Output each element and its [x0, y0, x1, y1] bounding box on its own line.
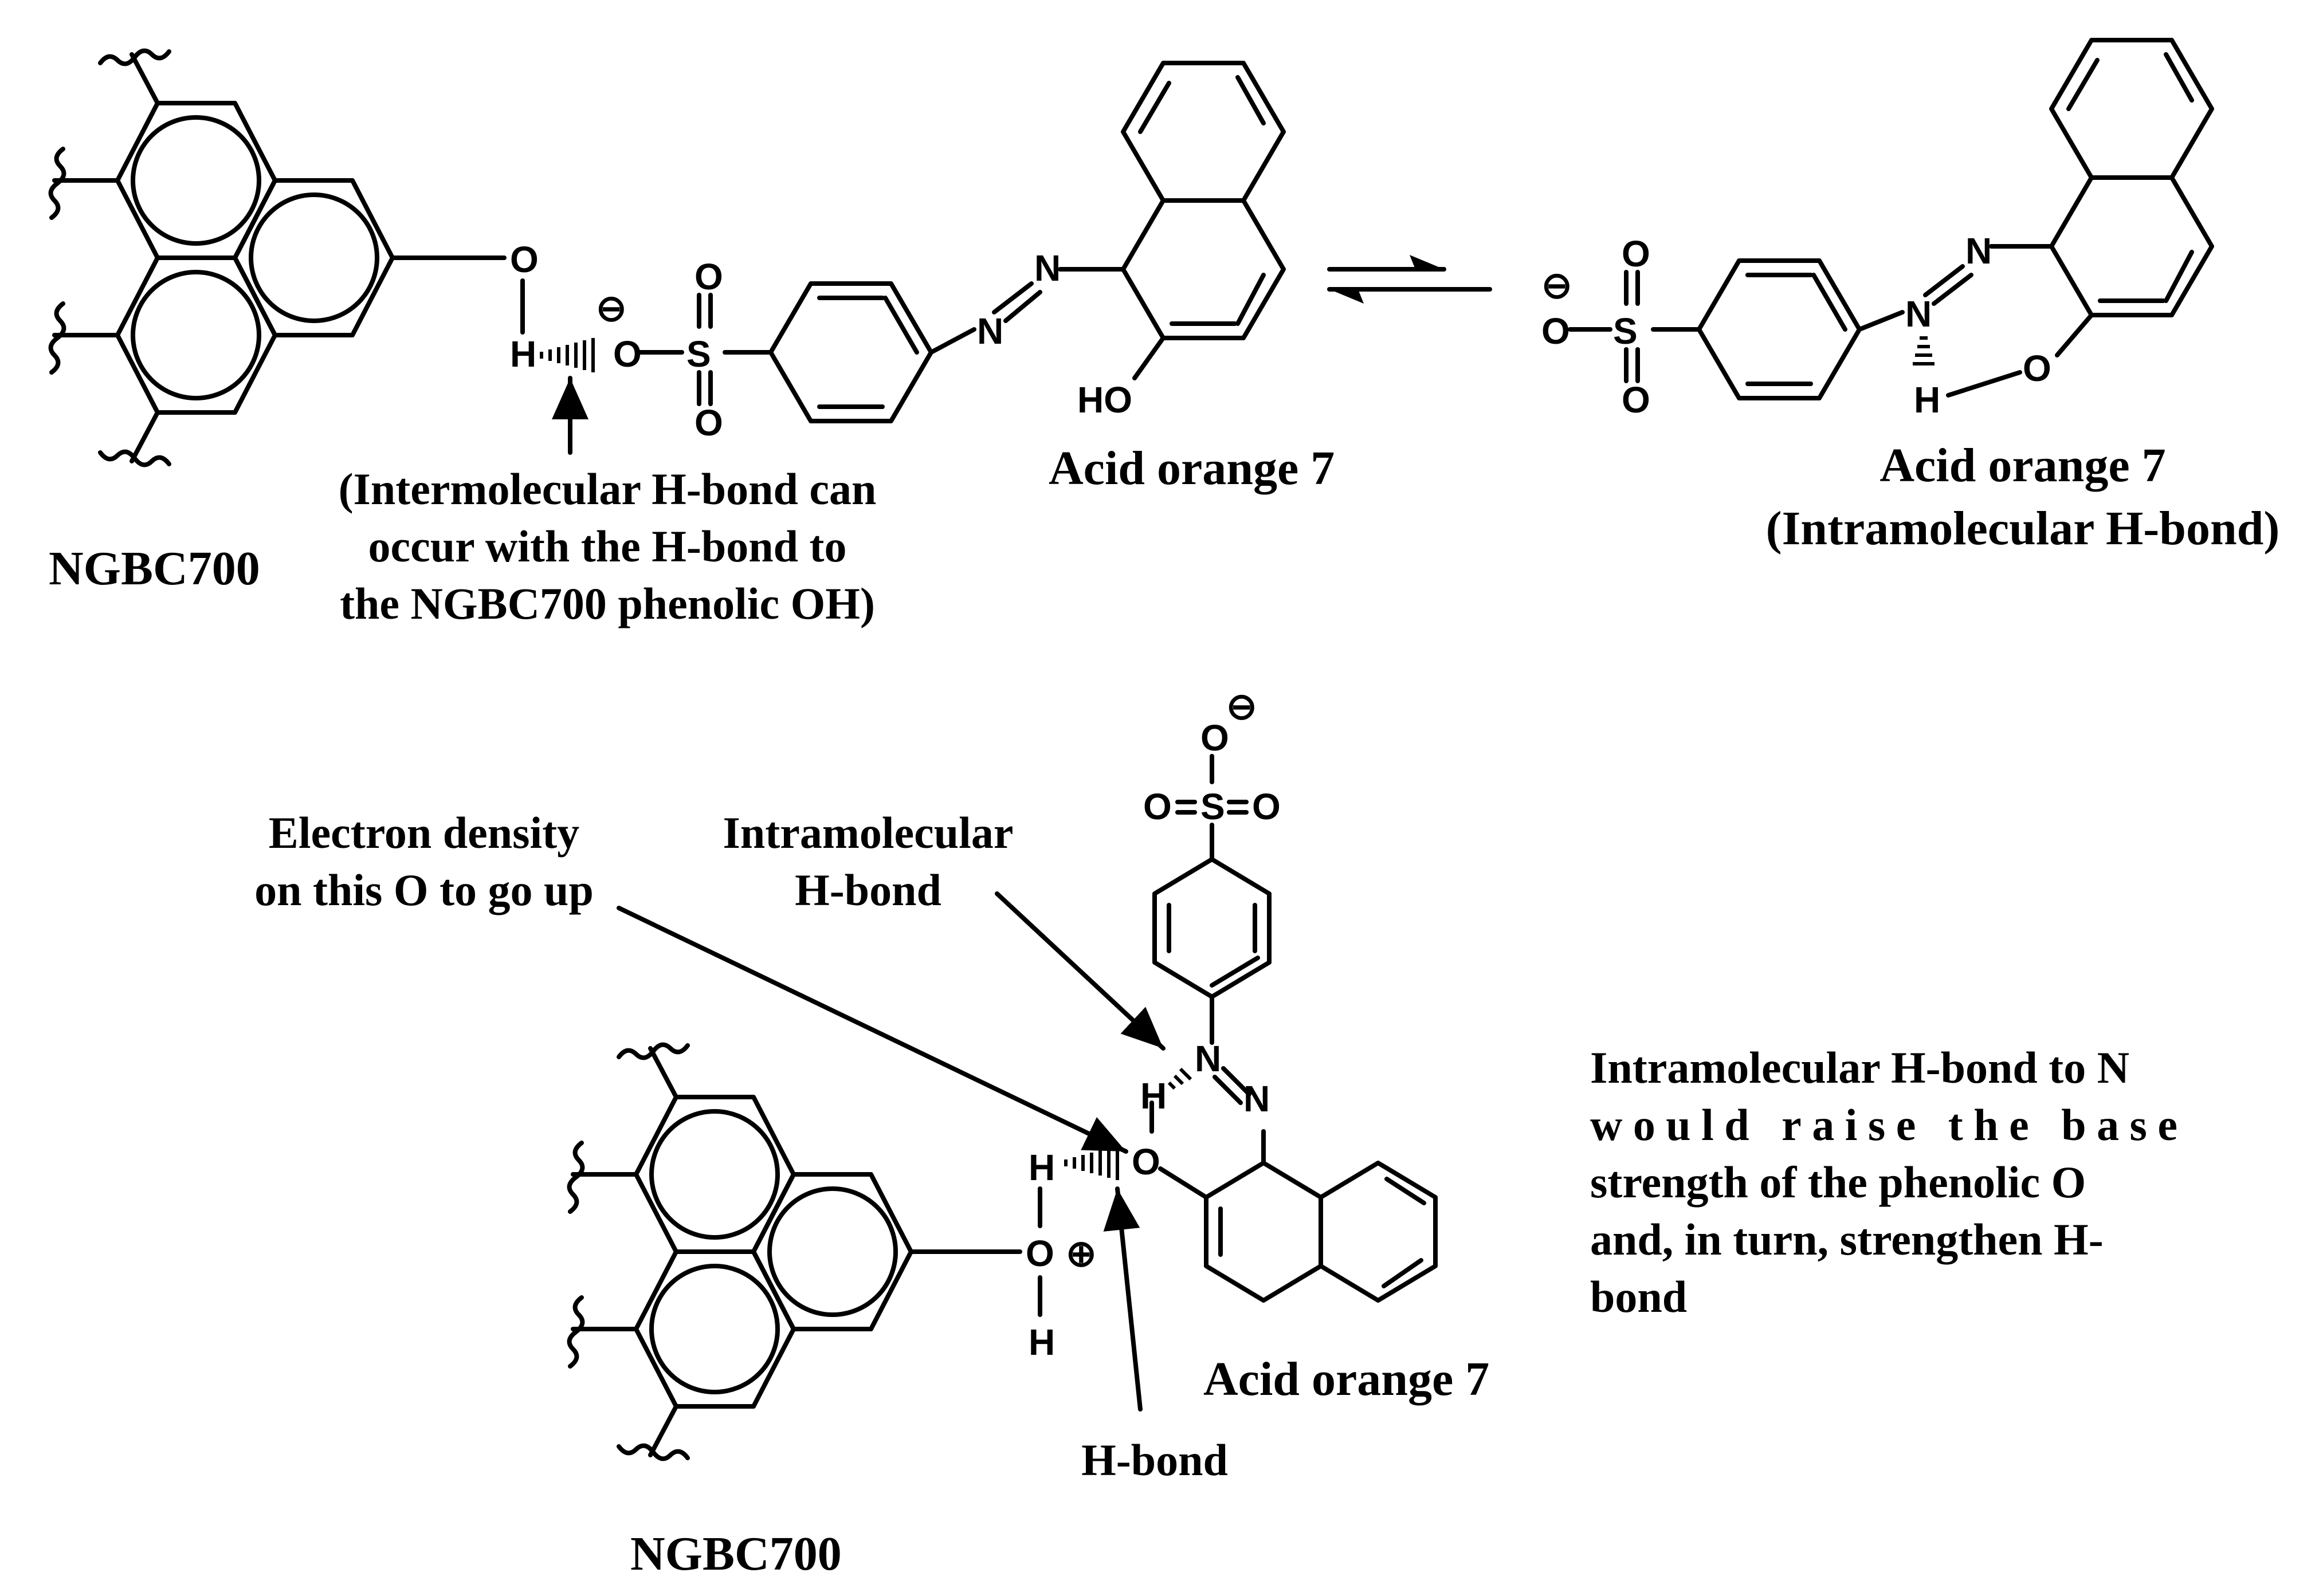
minus-charge-right: ⊖: [1541, 265, 1572, 306]
electron-density-note-line1: Electron density: [269, 808, 579, 858]
atom-o-s-bottom-right: O: [1252, 786, 1281, 827]
intramolecular-note-line2: H-bond: [795, 865, 941, 915]
atom-o-s-bottom-top: O: [1200, 717, 1229, 758]
hbond-note: H-bond: [1081, 1435, 1228, 1485]
atom-o-naphthol-bottom: O: [1132, 1141, 1160, 1182]
atom-o-phenol-top: O: [510, 239, 539, 280]
explanation-line5: bond: [1590, 1272, 1687, 1322]
benzene-ring-top: [768, 281, 933, 423]
intramolecular-note-line1: Intramolecular: [723, 808, 1014, 858]
minus-charge-top: ⊖: [596, 288, 627, 329]
ao7-label-top-right-sub: (Intramolecular H-bond): [1766, 502, 2280, 555]
inter-hbond-note-line1: (Intermolecular H-bond can: [339, 464, 877, 514]
atom-s-top: S: [686, 333, 711, 375]
hbond-hash-top: [540, 338, 595, 372]
atom-o-intra-right: O: [2023, 348, 2051, 389]
benzene-ring-right: [1697, 258, 1862, 400]
ngbc700-label-top: NGBC700: [49, 542, 260, 595]
atom-h-oxonium-bottom: H: [1029, 1322, 1055, 1363]
atom-o-s-right-up: O: [1622, 233, 1650, 274]
arrow-hbond: [1103, 1186, 1143, 1412]
atom-h-intra-right: H: [1914, 379, 1940, 420]
atom-ho-top: HO: [1077, 379, 1132, 420]
atom-s-right: S: [1613, 310, 1638, 352]
ngbc700-structure-bottom: [567, 1042, 1022, 1461]
atom-o-s-bottom-left: O: [1143, 786, 1172, 827]
electron-density-note-line2: on this O to go up: [254, 865, 594, 915]
explanation-line2: would raise the base: [1590, 1100, 2177, 1150]
naphthalene-bottom: [1158, 1129, 1438, 1303]
atom-o-sulfonate-right: O: [1541, 310, 1570, 352]
atom-n1-right: N: [1905, 293, 1932, 335]
atom-n2-bottom: N: [1243, 1078, 1270, 1119]
benzene-ring-bottom: [1152, 857, 1272, 999]
minus-charge-bottom: ⊖: [1226, 686, 1257, 727]
explanation-line4: and, in turn, strengthen H-: [1590, 1214, 2104, 1264]
ao7-label-bottom: Acid orange 7: [1203, 1353, 1489, 1406]
equilibrium-arrows: [1327, 255, 1492, 304]
atom-s-bottom: S: [1200, 786, 1225, 827]
arrow-intramolecular: [995, 891, 1166, 1051]
atom-n2-right: N: [1965, 230, 1992, 272]
atom-h-oxonium-top: H: [1029, 1147, 1055, 1188]
naphthalene-top: [1121, 61, 1286, 340]
explanation-line3: strength of the phenolic O: [1590, 1157, 2086, 1207]
atom-o-s-top-down: O: [694, 402, 723, 443]
ao7-label-top-left: Acid orange 7: [1049, 442, 1335, 495]
explanation-line1: Intramolecular H-bond to N: [1590, 1043, 2129, 1092]
atom-h-phenol-top: H: [510, 333, 536, 375]
naphthalene-right: [2049, 38, 2214, 317]
hbond-hash-bottom: [1064, 1146, 1119, 1180]
atom-n2-top: N: [1034, 247, 1061, 289]
atom-o-sulfonate-top: O: [613, 333, 642, 375]
inter-hbond-note-line2: occur with the H-bond to: [368, 521, 847, 571]
ngbc700-label-bottom: NGBC700: [630, 1527, 842, 1581]
ngbc700-structure-top: [48, 48, 525, 467]
atom-n1-bottom: N: [1195, 1038, 1221, 1079]
atom-o-oxonium: O: [1026, 1233, 1054, 1274]
inter-hbond-note-line3: the NGBC700 phenolic OH): [340, 579, 875, 628]
atom-h-intra-bottom: H: [1140, 1075, 1167, 1117]
arrow-electron-density: [617, 906, 1128, 1154]
intra-hbond-hash-right: [1913, 336, 1935, 365]
atom-n1-top: N: [977, 310, 1003, 352]
ao7-label-top-right: Acid orange 7: [1879, 439, 2165, 492]
plus-charge: ⊕: [1066, 1233, 1097, 1274]
atom-o-s-top-up: O: [694, 256, 723, 297]
atom-o-s-right-down: O: [1622, 379, 1650, 420]
intra-hbond-hash-bottom: [1167, 1067, 1192, 1090]
